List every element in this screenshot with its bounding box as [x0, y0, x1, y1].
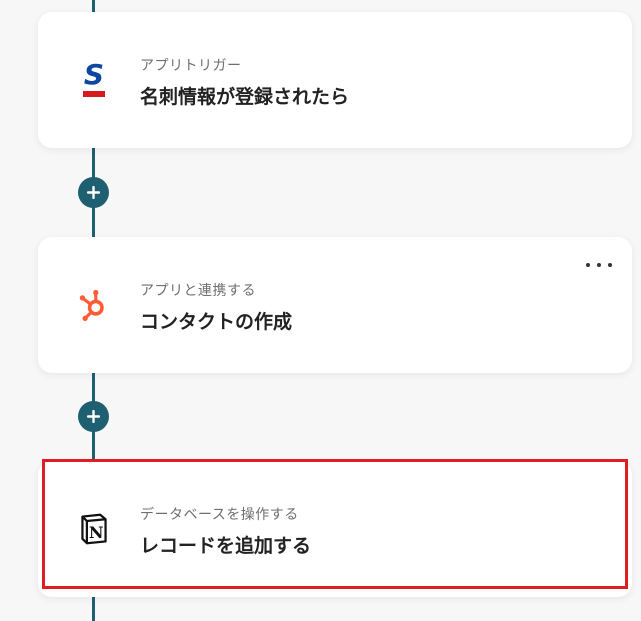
step-subtitle: データベースを操作する	[140, 507, 299, 523]
plus-icon	[87, 186, 100, 199]
add-step-button-1[interactable]	[78, 177, 109, 208]
hubspot-icon	[78, 285, 110, 325]
plus-icon	[87, 410, 100, 423]
add-step-button-2[interactable]	[78, 401, 109, 432]
step-subtitle: アプリトリガー	[140, 58, 242, 74]
more-options-icon[interactable]	[586, 257, 612, 273]
svg-text:N: N	[89, 523, 104, 542]
step-subtitle: アプリと連携する	[140, 283, 256, 299]
connector-line-4	[92, 596, 95, 621]
step-card-notion[interactable]: N データベースを操作する レコードを追加する	[38, 461, 632, 597]
step-title: レコードを追加する	[140, 535, 312, 557]
step-card-trigger[interactable]: S アプリトリガー 名刺情報が登録されたら	[38, 12, 632, 148]
connector-line-1	[92, 0, 95, 14]
sansan-icon: S	[78, 60, 110, 100]
step-title: 名刺情報が登録されたら	[140, 86, 350, 108]
notion-icon: N	[78, 509, 110, 549]
svg-text:S: S	[84, 60, 104, 91]
step-title: コンタクトの作成	[140, 311, 293, 333]
step-card-hubspot[interactable]: アプリと連携する コンタクトの作成	[38, 237, 632, 373]
